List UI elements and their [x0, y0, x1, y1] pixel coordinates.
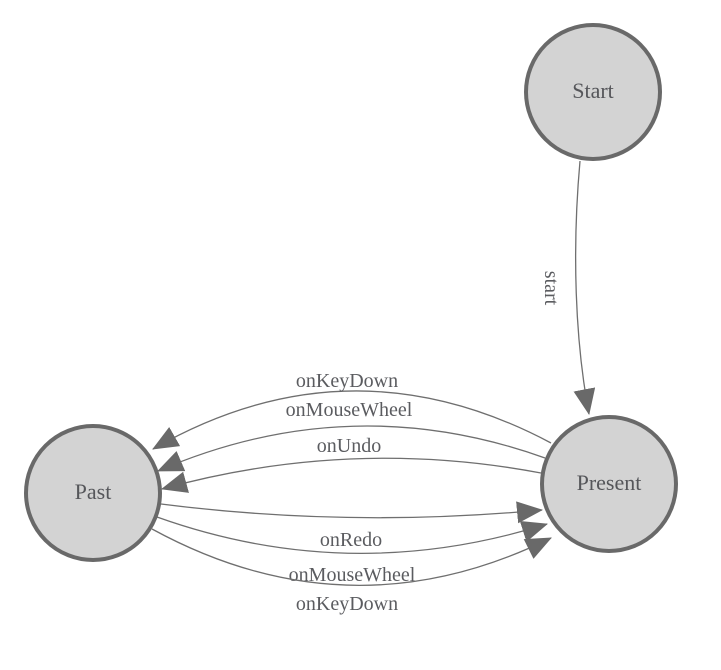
edge-present-to-past-onundo: onUndo	[161, 435, 542, 493]
edge-label-onundo: onUndo	[317, 435, 381, 457]
edge-past-to-present-onmousewheel: onMouseWheel	[156, 516, 548, 586]
edge-label-onredo: onRedo	[320, 529, 382, 551]
edge-label-onmousewheel-to-past: onMouseWheel	[286, 399, 413, 421]
edge-path-start	[573, 160, 596, 415]
edge-path-onkeydown-to-present	[151, 528, 552, 586]
node-start: Start	[524, 23, 662, 161]
edge-path-onredo	[160, 501, 543, 524]
node-start-label: Start	[572, 78, 614, 103]
edge-label-onkeydown-to-present: onKeyDown	[296, 593, 398, 615]
node-past-label: Past	[75, 479, 112, 504]
edge-present-to-past-onmousewheel: onMouseWheel	[157, 399, 546, 472]
edge-path-onmousewheel-to-past	[157, 425, 546, 472]
edge-present-to-past-onkeydown: onKeyDown	[152, 370, 552, 450]
edge-past-to-present-onkeydown: onKeyDown	[151, 528, 552, 615]
edge-label-start: start	[540, 271, 562, 306]
node-start-circle	[524, 23, 662, 161]
edge-path-onkeydown-to-past	[152, 390, 552, 450]
node-past-circle	[24, 424, 162, 562]
edge-label-onkeydown-to-past: onKeyDown	[296, 370, 398, 392]
edge-label-onmousewheel-to-present: onMouseWheel	[289, 564, 416, 586]
node-present-label: Present	[577, 470, 642, 495]
node-present: Present	[540, 415, 678, 553]
edge-path-onundo	[161, 457, 542, 493]
edge-path-onmousewheel-to-present	[156, 516, 548, 554]
edge-start-to-present: start	[540, 160, 596, 415]
node-past: Past	[24, 424, 162, 562]
edge-past-to-present-onredo: onRedo	[160, 501, 543, 551]
node-present-circle	[540, 415, 678, 553]
